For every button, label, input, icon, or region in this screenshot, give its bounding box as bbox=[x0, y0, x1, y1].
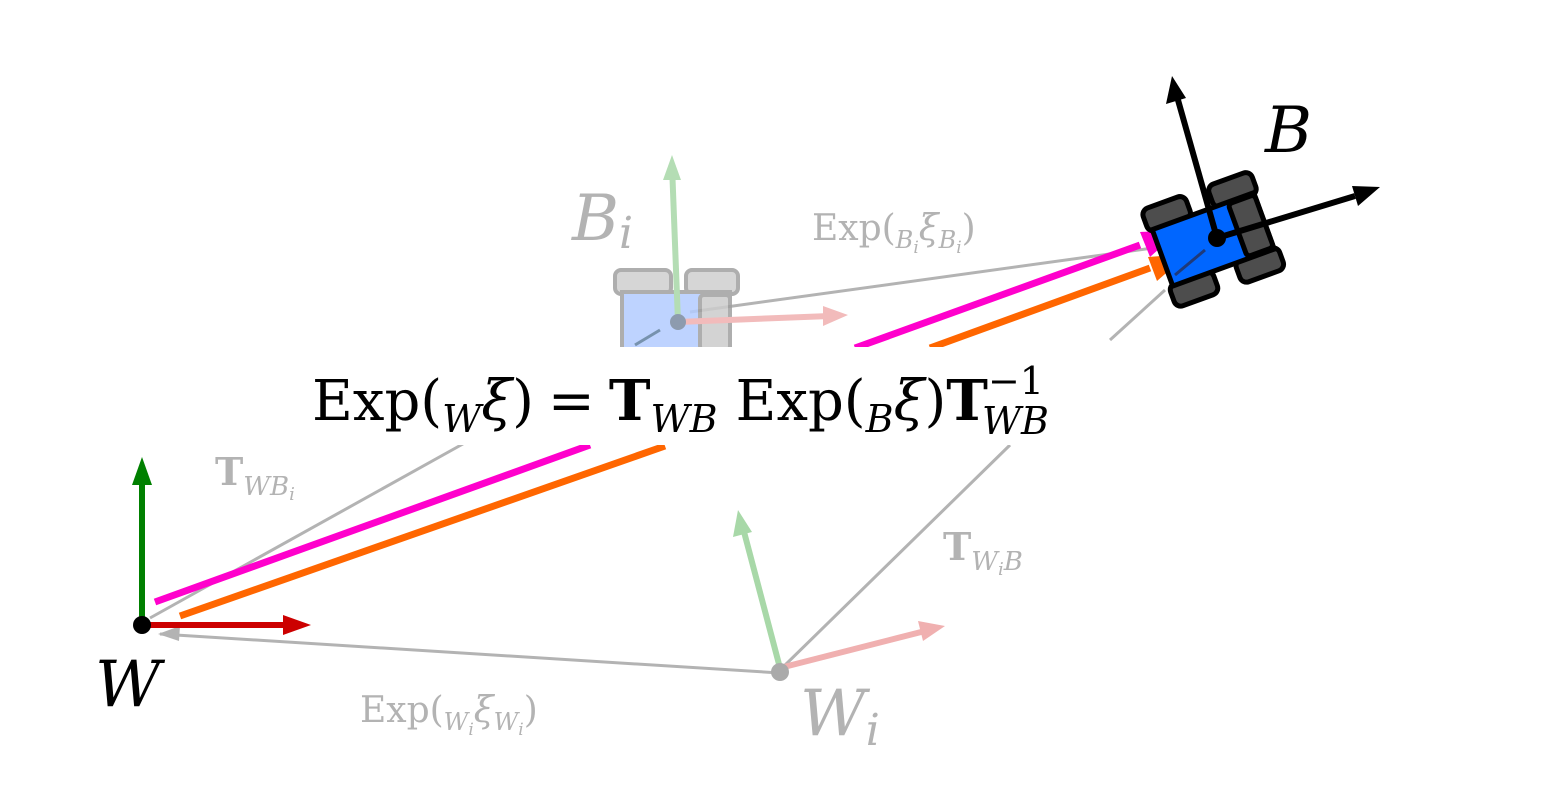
magenta-arrow-upper bbox=[853, 241, 1142, 352]
bi-x-axis bbox=[677, 313, 831, 325]
wi-x-arrowhead bbox=[918, 621, 945, 641]
b-x-arrowhead bbox=[1352, 186, 1380, 206]
frame-bi bbox=[613, 155, 848, 352]
arrowhead-wi-to-w bbox=[158, 626, 180, 641]
label-t-wib: TWiB bbox=[943, 524, 1023, 580]
frame-label-w: W bbox=[95, 648, 166, 722]
b-x-axis bbox=[1216, 193, 1356, 241]
frame-label-bi: Bi bbox=[571, 182, 633, 259]
label-exp-bi: Exp(BiξBi) bbox=[812, 208, 976, 258]
frame-w bbox=[132, 457, 311, 635]
frame-label-wi: Wi bbox=[800, 677, 880, 756]
line-bi-to-b bbox=[689, 245, 1161, 314]
b-y-arrowhead bbox=[1166, 76, 1186, 104]
wi-origin bbox=[771, 663, 789, 681]
w-origin bbox=[133, 616, 151, 634]
wi-y-axis bbox=[740, 527, 783, 669]
orange-arrow-upper bbox=[928, 264, 1152, 352]
line-wi-to-b-upper bbox=[1108, 288, 1167, 342]
orange-arrow-lower bbox=[178, 442, 667, 620]
w-x-arrowhead bbox=[283, 615, 311, 635]
frame-label-b: B bbox=[1264, 94, 1312, 168]
label-t-wbi: TWBi bbox=[215, 449, 295, 505]
line-wi-to-b bbox=[778, 443, 1012, 672]
line-wi-to-w bbox=[159, 632, 781, 675]
wi-x-axis bbox=[779, 628, 926, 671]
bi-y-arrowhead bbox=[663, 155, 681, 180]
b-y-axis bbox=[1175, 99, 1220, 239]
relation-lines bbox=[149, 245, 1167, 675]
wi-y-arrowhead bbox=[733, 510, 752, 537]
b-origin bbox=[1208, 229, 1226, 247]
bi-y-axis bbox=[669, 164, 681, 323]
w-y-arrowhead bbox=[132, 457, 152, 485]
line-w-to-bi bbox=[149, 438, 471, 620]
frame-wi bbox=[733, 510, 945, 681]
magenta-arrow-lower bbox=[153, 441, 592, 606]
bi-x-arrowhead bbox=[823, 306, 848, 326]
label-exp-wi: Exp(WiξWi) bbox=[360, 690, 538, 740]
bi-origin bbox=[670, 314, 686, 330]
